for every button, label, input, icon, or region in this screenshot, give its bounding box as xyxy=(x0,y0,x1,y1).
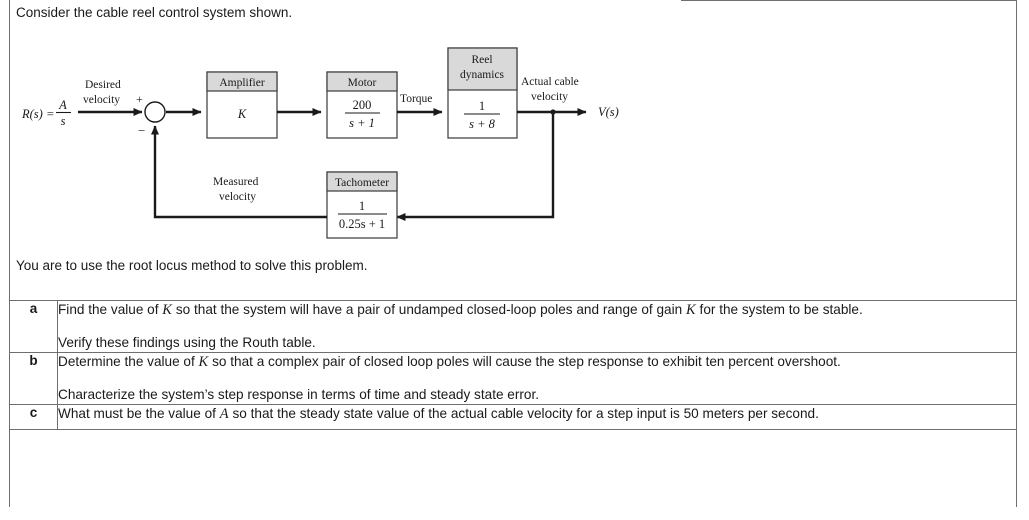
page-top-border-partial xyxy=(681,0,1017,1)
question-a-p1-post: for the system to be stable. xyxy=(695,302,863,317)
input-label-rs: R(s) = xyxy=(21,107,54,121)
table-row-a: a Find the value of K so that the system… xyxy=(9,300,1017,353)
measured-velocity-line1: Measured xyxy=(213,176,259,188)
question-c-p1-var-a: A xyxy=(219,405,229,422)
question-a-p1-mid: so that the system will have a pair of u… xyxy=(172,302,686,317)
question-c-p1-post: so that the steady state value of the ac… xyxy=(228,405,819,421)
reel-dynamics-numerator: 1 xyxy=(479,99,485,113)
page-left-border xyxy=(9,0,10,507)
summing-junction xyxy=(144,101,166,123)
input-signal-label: R(s) = A s xyxy=(21,98,71,128)
actual-cable-velocity-line1: Actual cable xyxy=(521,76,579,88)
question-a-p1-pre: Find the value of xyxy=(58,302,163,317)
measured-velocity-line2: velocity xyxy=(219,191,256,203)
block-amplifier: Amplifier K xyxy=(206,71,278,139)
outro-text: You are to use the root locus method to … xyxy=(16,258,368,273)
block-diagram: R(s) = A s Desired velocity + − xyxy=(0,22,1029,254)
question-a-spacer xyxy=(58,319,1016,334)
motor-numerator: 200 xyxy=(353,98,372,112)
amplifier-header-label: Amplifier xyxy=(219,77,265,89)
page-right-border xyxy=(1016,0,1017,507)
question-a-p1-var-k1: K xyxy=(162,302,173,318)
question-body-c: What must be the value of A so that the … xyxy=(57,403,1017,430)
input-denominator: s xyxy=(61,114,66,128)
block-motor: Motor 200 s + 1 xyxy=(326,71,398,139)
question-b-spacer xyxy=(58,371,1016,386)
question-b-p1-pre: Determine the value of xyxy=(58,353,199,369)
actual-cable-velocity-label: Actual cable velocity xyxy=(521,76,579,103)
feedback-path-to-summer xyxy=(151,125,327,219)
input-numerator: A xyxy=(58,98,67,112)
output-label-vs: V(s) xyxy=(598,105,619,119)
table-row-c: c What must be the value of A so that th… xyxy=(9,403,1017,430)
actual-cable-velocity-line2: velocity xyxy=(531,91,568,103)
torque-label: Torque xyxy=(400,93,432,105)
amplifier-gain-label: K xyxy=(237,107,247,121)
desired-velocity-line2: velocity xyxy=(83,94,120,106)
question-c-paragraph-1: What must be the value of A so that the … xyxy=(58,405,1016,423)
tachometer-denominator: 0.25s + 1 xyxy=(339,217,385,231)
reel-dynamics-header-line2: dynamics xyxy=(460,69,505,81)
question-label-c: c xyxy=(9,403,58,430)
question-c-p1-pre: What must be the value of xyxy=(58,405,220,421)
desired-velocity-line1: Desired xyxy=(85,79,121,91)
block-diagram-svg: R(s) = A s Desired velocity + − xyxy=(21,47,619,239)
question-a-p1-var-k2: K xyxy=(685,302,696,318)
question-b-p1-var-k: K xyxy=(198,353,209,370)
question-b-p1-post: so that a complex pair of closed loop po… xyxy=(208,353,841,369)
block-reel-dynamics: Reel dynamics 1 s + 8 xyxy=(447,47,518,139)
reel-dynamics-denominator: s + 8 xyxy=(469,117,496,131)
question-a-paragraph-1: Find the value of K so that the system w… xyxy=(58,301,1016,319)
motor-header-label: Motor xyxy=(348,77,377,89)
motor-denominator: s + 1 xyxy=(349,116,375,130)
question-b-paragraph-1: Determine the value of K so that a compl… xyxy=(58,353,1016,371)
questions-table: a Find the value of K so that the system… xyxy=(9,300,1017,430)
block-tachometer: Tachometer 1 0.25s + 1 xyxy=(326,171,398,239)
summing-junction-plus-sign: + xyxy=(136,92,143,106)
intro-text: Consider the cable reel control system s… xyxy=(16,5,293,20)
tachometer-header-label: Tachometer xyxy=(335,177,389,189)
summing-junction-minus-sign: − xyxy=(138,123,145,138)
measured-velocity-label: Measured velocity xyxy=(213,176,259,203)
table-row-b: b Determine the value of K so that a com… xyxy=(9,351,1017,405)
desired-velocity-label: Desired velocity xyxy=(83,79,121,106)
question-body-b: Determine the value of K so that a compl… xyxy=(57,351,1017,405)
question-label-b: b xyxy=(9,351,58,405)
question-a-paragraph-2: Verify these findings using the Routh ta… xyxy=(58,335,316,351)
question-b-paragraph-2: Characterize the system’s step response … xyxy=(58,387,540,403)
question-body-a: Find the value of K so that the system w… xyxy=(57,300,1017,353)
feedback-path-to-tachometer xyxy=(396,112,555,221)
question-label-a: a xyxy=(9,300,58,353)
tachometer-numerator: 1 xyxy=(359,199,365,213)
reel-dynamics-header-line1: Reel xyxy=(471,54,492,66)
